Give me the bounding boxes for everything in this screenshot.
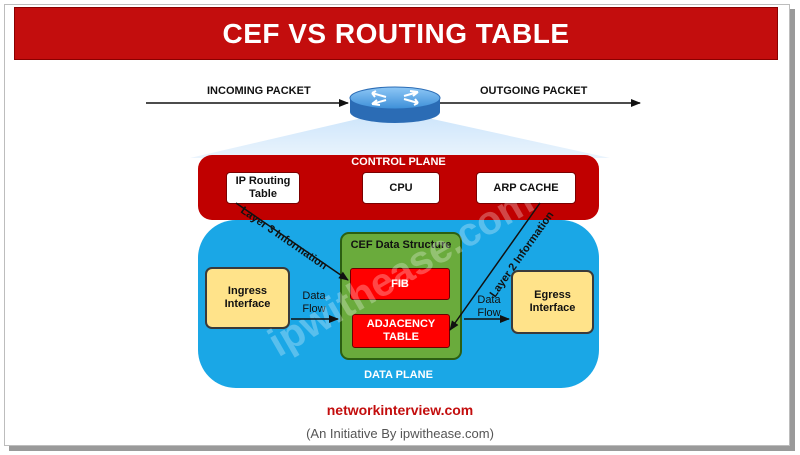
title-banner: CEF VS ROUTING TABLE	[14, 7, 778, 60]
control-plane: CONTROL PLANE IP Routing Table CPU ARP C…	[198, 155, 599, 220]
data-flow-label-left: Data Flow	[302, 290, 326, 315]
fib-box: FIB	[350, 268, 450, 300]
diagram-title: CEF VS ROUTING TABLE	[222, 17, 570, 49]
data-plane-label: DATA PLANE	[364, 369, 433, 381]
outgoing-packet-label: OUTGOING PACKET	[480, 85, 588, 97]
arp-cache-box: ARP CACHE	[476, 172, 576, 204]
initiative-text: (An Initiative By ipwithease.com)	[306, 426, 494, 441]
site-name: networkinterview.com	[326, 402, 474, 418]
ip-routing-table-box: IP Routing Table	[226, 172, 300, 204]
data-flow-label-right: Data Flow	[477, 294, 501, 319]
cef-data-structure-label: CEF Data Structure	[350, 239, 452, 251]
adjacency-table-box: ADJACENCY TABLE	[352, 314, 450, 348]
control-plane-label: CONTROL PLANE	[351, 156, 446, 168]
ingress-interface-box: Ingress Interface	[205, 267, 290, 329]
egress-interface-box: Egress Interface	[511, 270, 594, 334]
cpu-box: CPU	[362, 172, 440, 204]
incoming-packet-label: INCOMING PACKET	[207, 85, 311, 97]
